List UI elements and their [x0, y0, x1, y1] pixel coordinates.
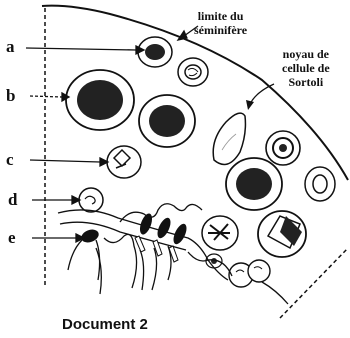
cell-a-spermatogonium: [138, 37, 172, 67]
limit-label-line1: limite du: [194, 10, 247, 22]
sertoli-label-line2: cellule de: [282, 62, 330, 74]
cell-right-3: [305, 167, 335, 201]
sertoli-label-line3: Sortoli: [282, 76, 330, 88]
label-b: b: [6, 87, 15, 104]
cell-d-spermatid: [79, 188, 103, 212]
cell-right-2: [226, 158, 282, 210]
cell-e-spermatozoon: [68, 227, 101, 280]
cell-dividing-1: [202, 216, 238, 250]
label-d: d: [8, 191, 17, 208]
cell-b-spermatocyte-1: [66, 70, 134, 130]
cell-c-spermatocyte-secondary: [107, 146, 141, 178]
label-a: a: [6, 38, 15, 55]
cell-right-1: [266, 131, 300, 165]
sertoli-nucleus: [213, 113, 245, 164]
sertoli-label-line1: noyau de: [282, 48, 330, 60]
cell-spermatogonium-2: [178, 58, 208, 86]
cell-dividing-2: [258, 211, 306, 257]
label-c: c: [6, 151, 14, 168]
cell-spermatocyte-2: [139, 95, 195, 147]
limit-label-line2: séminifère: [194, 24, 247, 36]
sperm-heads: [138, 212, 190, 246]
label-e: e: [8, 229, 16, 246]
sertoli-nucleus-label: noyau de cellule de Sortoli: [282, 48, 330, 88]
seminiferous-limit-label: limite du séminifère: [194, 10, 247, 36]
bottom-cut-edge: [280, 248, 348, 318]
document-caption: Document 2: [62, 316, 148, 333]
